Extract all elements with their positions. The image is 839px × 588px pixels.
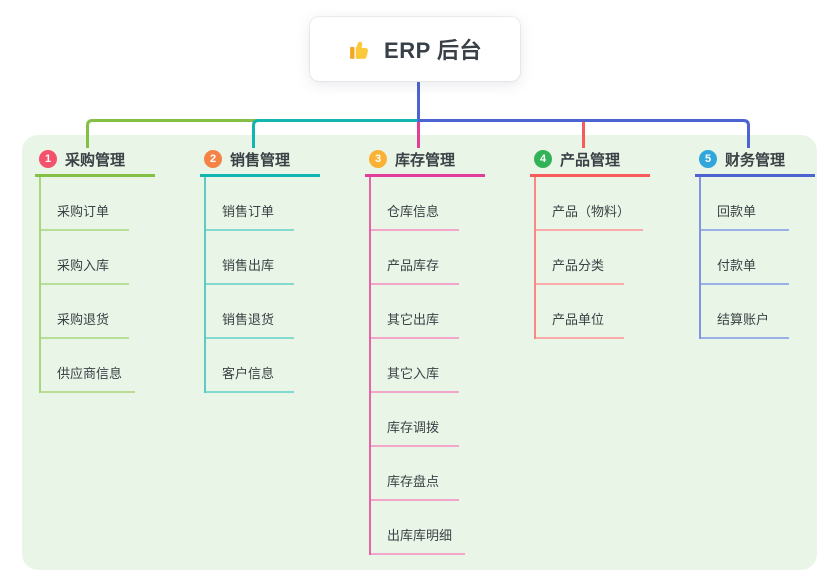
mindmap-node[interactable]: 销售退货	[206, 285, 294, 339]
branches-panel	[22, 135, 817, 570]
branch-label: 产品管理	[560, 151, 621, 169]
mindmap-node[interactable]: 结算账户	[701, 285, 789, 339]
mindmap-node[interactable]: 供应商信息	[41, 339, 136, 393]
mindmap-node[interactable]: 销售出库	[206, 231, 294, 285]
branch-node[interactable]: 1 采购管理	[35, 148, 155, 177]
branch-number-badge: 1	[39, 150, 57, 168]
root-node-label: ERP 后台	[384, 38, 482, 63]
mindmap-node[interactable]: 产品（物料）	[536, 177, 644, 231]
branch-sales: 2 销售管理 销售订单 销售出库 销售退货 客户信息	[200, 148, 320, 393]
branch-items: 仓库信息 产品库存 其它出库 其它入库 库存调拨 库存盘点 出库库明细	[369, 177, 466, 555]
mindmap-node[interactable]: 库存盘点	[371, 447, 459, 501]
branch-items: 销售订单 销售出库 销售退货 客户信息	[204, 177, 294, 393]
thumbs-up-icon	[350, 41, 368, 59]
mindmap-node[interactable]: 客户信息	[206, 339, 294, 393]
branch-node[interactable]: 2 销售管理	[200, 148, 320, 177]
branch-label: 库存管理	[395, 151, 456, 169]
mindmap-node[interactable]: 采购入库	[41, 231, 129, 285]
root-node[interactable]: ERP 后台	[310, 17, 520, 81]
mindmap-node[interactable]: 仓库信息	[371, 177, 459, 231]
branch-items: 采购订单 采购入库 采购退货 供应商信息	[39, 177, 136, 393]
mindmap-node[interactable]: 产品单位	[536, 285, 624, 339]
branch-label: 采购管理	[65, 151, 126, 169]
branch-number-badge: 2	[204, 150, 222, 168]
branch-inventory: 3 库存管理 仓库信息 产品库存 其它出库 其它入库 库存调拨 库存盘点 出库库…	[365, 148, 485, 555]
mindmap-node[interactable]: 出库库明细	[371, 501, 466, 555]
mindmap-node[interactable]: 产品分类	[536, 231, 624, 285]
branch-product: 4 产品管理 产品（物料） 产品分类 产品单位	[530, 148, 650, 339]
branch-finance: 5 财务管理 回款单 付款单 结算账户	[695, 148, 815, 339]
branch-label: 销售管理	[230, 151, 291, 169]
mindmap-node[interactable]: 采购订单	[41, 177, 129, 231]
branch-purchase: 1 采购管理 采购订单 采购入库 采购退货 供应商信息	[35, 148, 155, 393]
mindmap-node[interactable]: 销售订单	[206, 177, 294, 231]
branch-items: 产品（物料） 产品分类 产品单位	[534, 177, 644, 339]
branch-label: 财务管理	[725, 151, 786, 169]
mindmap-node[interactable]: 库存调拨	[371, 393, 459, 447]
branch-number-badge: 5	[699, 150, 717, 168]
mindmap-node[interactable]: 采购退货	[41, 285, 129, 339]
branch-node[interactable]: 3 库存管理	[365, 148, 485, 177]
mindmap-node[interactable]: 其它入库	[371, 339, 459, 393]
branch-node[interactable]: 5 财务管理	[695, 148, 815, 177]
mindmap-node[interactable]: 付款单	[701, 231, 789, 285]
mindmap-node[interactable]: 其它出库	[371, 285, 459, 339]
mindmap-node[interactable]: 产品库存	[371, 231, 459, 285]
branch-number-badge: 4	[534, 150, 552, 168]
mindmap-node[interactable]: 回款单	[701, 177, 789, 231]
branch-node[interactable]: 4 产品管理	[530, 148, 650, 177]
branch-items: 回款单 付款单 结算账户	[699, 177, 789, 339]
branch-number-badge: 3	[369, 150, 387, 168]
